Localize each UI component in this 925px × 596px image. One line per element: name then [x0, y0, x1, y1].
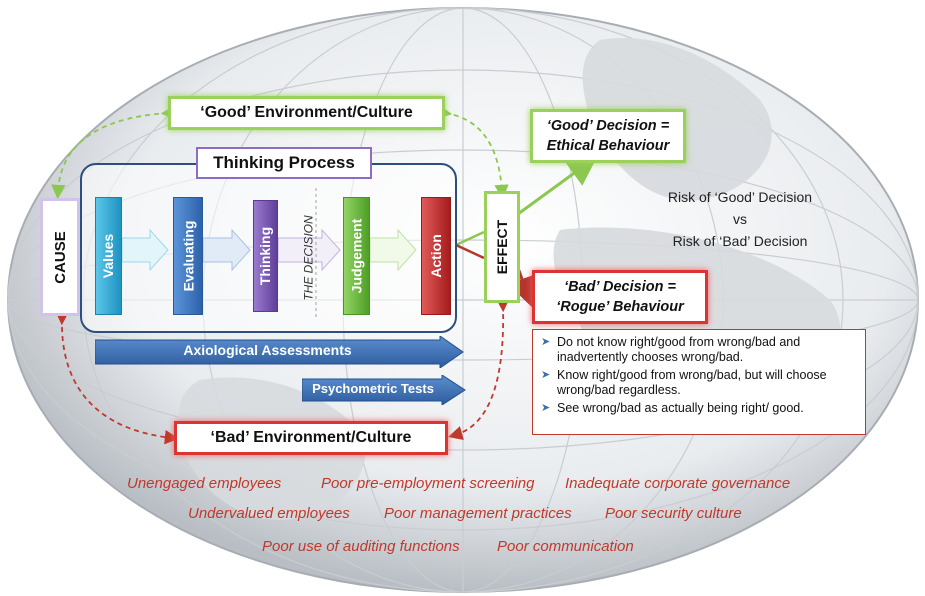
factor-item: Poor pre-employment screening: [321, 475, 535, 492]
good-environment-box: ‘Good’ Environment/Culture: [168, 96, 445, 130]
factor-item: Poor use of auditing functions: [262, 538, 460, 555]
factor-item: Inadequate corporate governance: [565, 475, 791, 492]
bad-decision-reasons: Do not know right/good from wrong/bad an…: [532, 329, 866, 435]
list-item: Do not know right/good from wrong/bad an…: [541, 335, 857, 365]
step-judgement: Judgement: [343, 197, 370, 315]
effect-box: EFFECT: [484, 191, 520, 303]
good-env-to-cause-link: [51, 105, 176, 200]
list-item: See wrong/bad as actually being right/ g…: [541, 401, 857, 416]
factor-item: Poor security culture: [605, 505, 742, 522]
axiological-arrow: [95, 336, 464, 368]
decision-label: THE DECISION: [302, 215, 316, 301]
psychometric-arrow: [302, 375, 466, 405]
effect-to-good-arrow: [517, 155, 598, 216]
list-item: Know right/good from wrong/bad, but will…: [541, 368, 857, 398]
factor-item: Poor communication: [497, 538, 634, 555]
good-environment-label: ‘Good’ Environment/Culture: [200, 104, 413, 121]
bad-environment-box: ‘Bad’ Environment/Culture: [174, 421, 448, 455]
factor-item: Poor management practices: [384, 505, 572, 522]
bad-env-to-cause-link: [54, 310, 180, 445]
good-decision-box: ‘Good’ Decision = Ethical Behaviour: [530, 109, 686, 163]
axiological-label: Axiological Assessments: [183, 342, 352, 358]
step-values: Values: [95, 197, 122, 315]
bad-environment-label: ‘Bad’ Environment/Culture: [210, 429, 412, 446]
step-thinking: Thinking: [253, 200, 278, 312]
cause-box: CAUSE: [40, 198, 80, 316]
risk-comparison-text: Risk of ‘Good’ Decision vs Risk of ‘Bad’…: [667, 189, 813, 249]
good-env-to-effect-link: [436, 104, 509, 200]
factor-item: Unengaged employees: [127, 475, 282, 492]
step-action: Action: [421, 197, 451, 315]
psychometric-label: Psychometric Tests: [312, 381, 434, 396]
bad-decision-box: ‘Bad’ Decision = ‘Rogue’ Behaviour: [532, 270, 708, 324]
step-evaluating: Evaluating: [173, 197, 203, 315]
thinking-process-title: Thinking Process: [196, 147, 372, 179]
factor-item: Undervalued employees: [188, 505, 350, 522]
bad-env-to-effect-link: [448, 297, 511, 440]
